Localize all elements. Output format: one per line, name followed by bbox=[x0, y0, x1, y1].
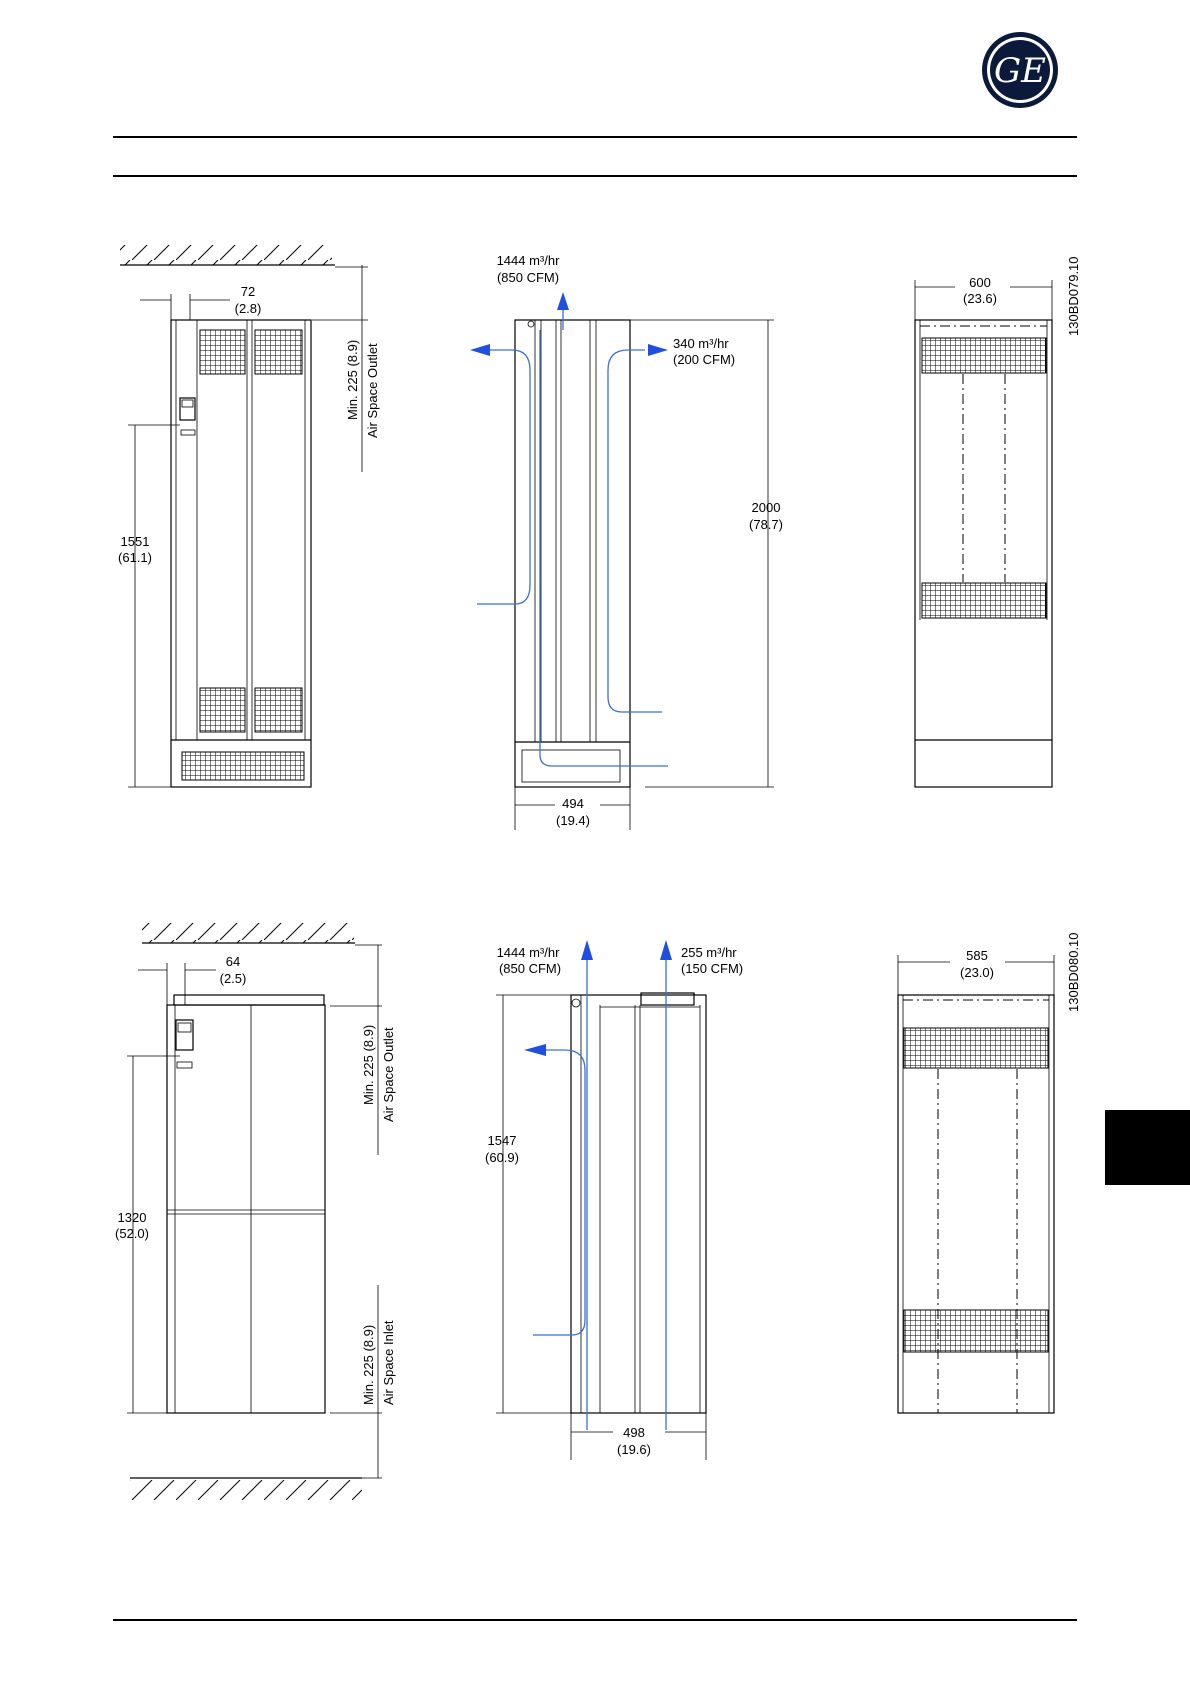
bottom-rear-width-in: (23.0) bbox=[960, 965, 994, 980]
top-side-view: 1444 m³/hr (850 CFM) 340 m³/hr (200 CFM)… bbox=[470, 253, 783, 830]
bottom-front-inlet-line2: Air Space Inlet bbox=[381, 1320, 396, 1405]
bottom-side-view: 1444 m³/hr (850 CFM) 255 m³/hr (150 CFM)… bbox=[485, 940, 743, 1460]
top-front-view: 72 (2.8) 1551 (61.1) Min. 225 (8.9) Air … bbox=[118, 245, 380, 788]
bottom-side-depth-in: (19.6) bbox=[617, 1442, 651, 1457]
top-side-flow-right-line2: (200 CFM) bbox=[673, 352, 735, 367]
top-drawing-id-code: 130BD079.10 bbox=[1066, 256, 1081, 336]
bottom-rear-view: 585 (23.0) 130BD080.10 bbox=[897, 932, 1081, 1414]
bottom-side-depth-mm: 498 bbox=[623, 1425, 645, 1440]
bottom-front-height-mm: 1320 bbox=[118, 1210, 147, 1225]
top-front-width-in: (2.8) bbox=[235, 301, 262, 316]
top-side-flow-right-line1: 340 m³/hr bbox=[673, 336, 729, 351]
top-side-depth-in: (19.4) bbox=[556, 813, 590, 828]
header-rule-bottom bbox=[113, 175, 1077, 177]
bottom-front-inlet-line1: Min. 225 (8.9) bbox=[361, 1325, 376, 1405]
section-tab-marker bbox=[1105, 1110, 1190, 1185]
bottom-side-height-in: (60.9) bbox=[485, 1150, 519, 1165]
top-rear-width-mm: 600 bbox=[969, 275, 991, 290]
bottom-front-outlet-line2: Air Space Outlet bbox=[381, 1027, 396, 1122]
top-front-clearance-line2: Air Space Outlet bbox=[365, 343, 380, 438]
top-rear-view: 600 (23.6) 130BD079.10 bbox=[914, 256, 1081, 788]
top-side-flow-top-line1: 1444 m³/hr bbox=[497, 253, 561, 268]
bottom-front-width-mm: 64 bbox=[226, 954, 240, 969]
header-rule-top bbox=[113, 136, 1077, 138]
bottom-side-height-mm: 1547 bbox=[488, 1133, 517, 1148]
top-side-height-mm: 2000 bbox=[752, 500, 781, 515]
top-front-width-mm: 72 bbox=[241, 284, 255, 299]
bottom-front-width-in: (2.5) bbox=[220, 971, 247, 986]
bottom-front-outlet-line1: Min. 225 (8.9) bbox=[361, 1025, 376, 1105]
ge-logo: GE bbox=[982, 32, 1058, 108]
bottom-side-flow-left-line1: 1444 m³/hr bbox=[497, 945, 561, 960]
top-side-flow-top-line2: (850 CFM) bbox=[497, 270, 559, 285]
top-front-height-in: (61.1) bbox=[118, 550, 152, 565]
top-front-clearance-line1: Min. 225 (8.9) bbox=[345, 340, 360, 420]
bottom-front-height-in: (52.0) bbox=[115, 1226, 149, 1241]
top-side-depth-mm: 494 bbox=[562, 796, 584, 811]
top-rear-width-in: (23.6) bbox=[963, 291, 997, 306]
bottom-side-flow-left-line2: (850 CFM) bbox=[499, 961, 561, 976]
footer-rule bbox=[113, 1619, 1077, 1621]
bottom-front-view: 64 (2.5) 1320 (52.0) Min. 225 (8.9) Air … bbox=[115, 923, 396, 1500]
bottom-side-flow-right-line2: (150 CFM) bbox=[681, 961, 743, 976]
top-side-height-in: (78.7) bbox=[749, 517, 783, 532]
bottom-rear-width-mm: 585 bbox=[966, 948, 988, 963]
top-front-height-mm: 1551 bbox=[121, 534, 150, 549]
ge-logo-text: GE bbox=[994, 51, 1046, 91]
bottom-drawing-id-code: 130BD080.10 bbox=[1066, 932, 1081, 1012]
bottom-side-flow-right-line1: 255 m³/hr bbox=[681, 945, 737, 960]
